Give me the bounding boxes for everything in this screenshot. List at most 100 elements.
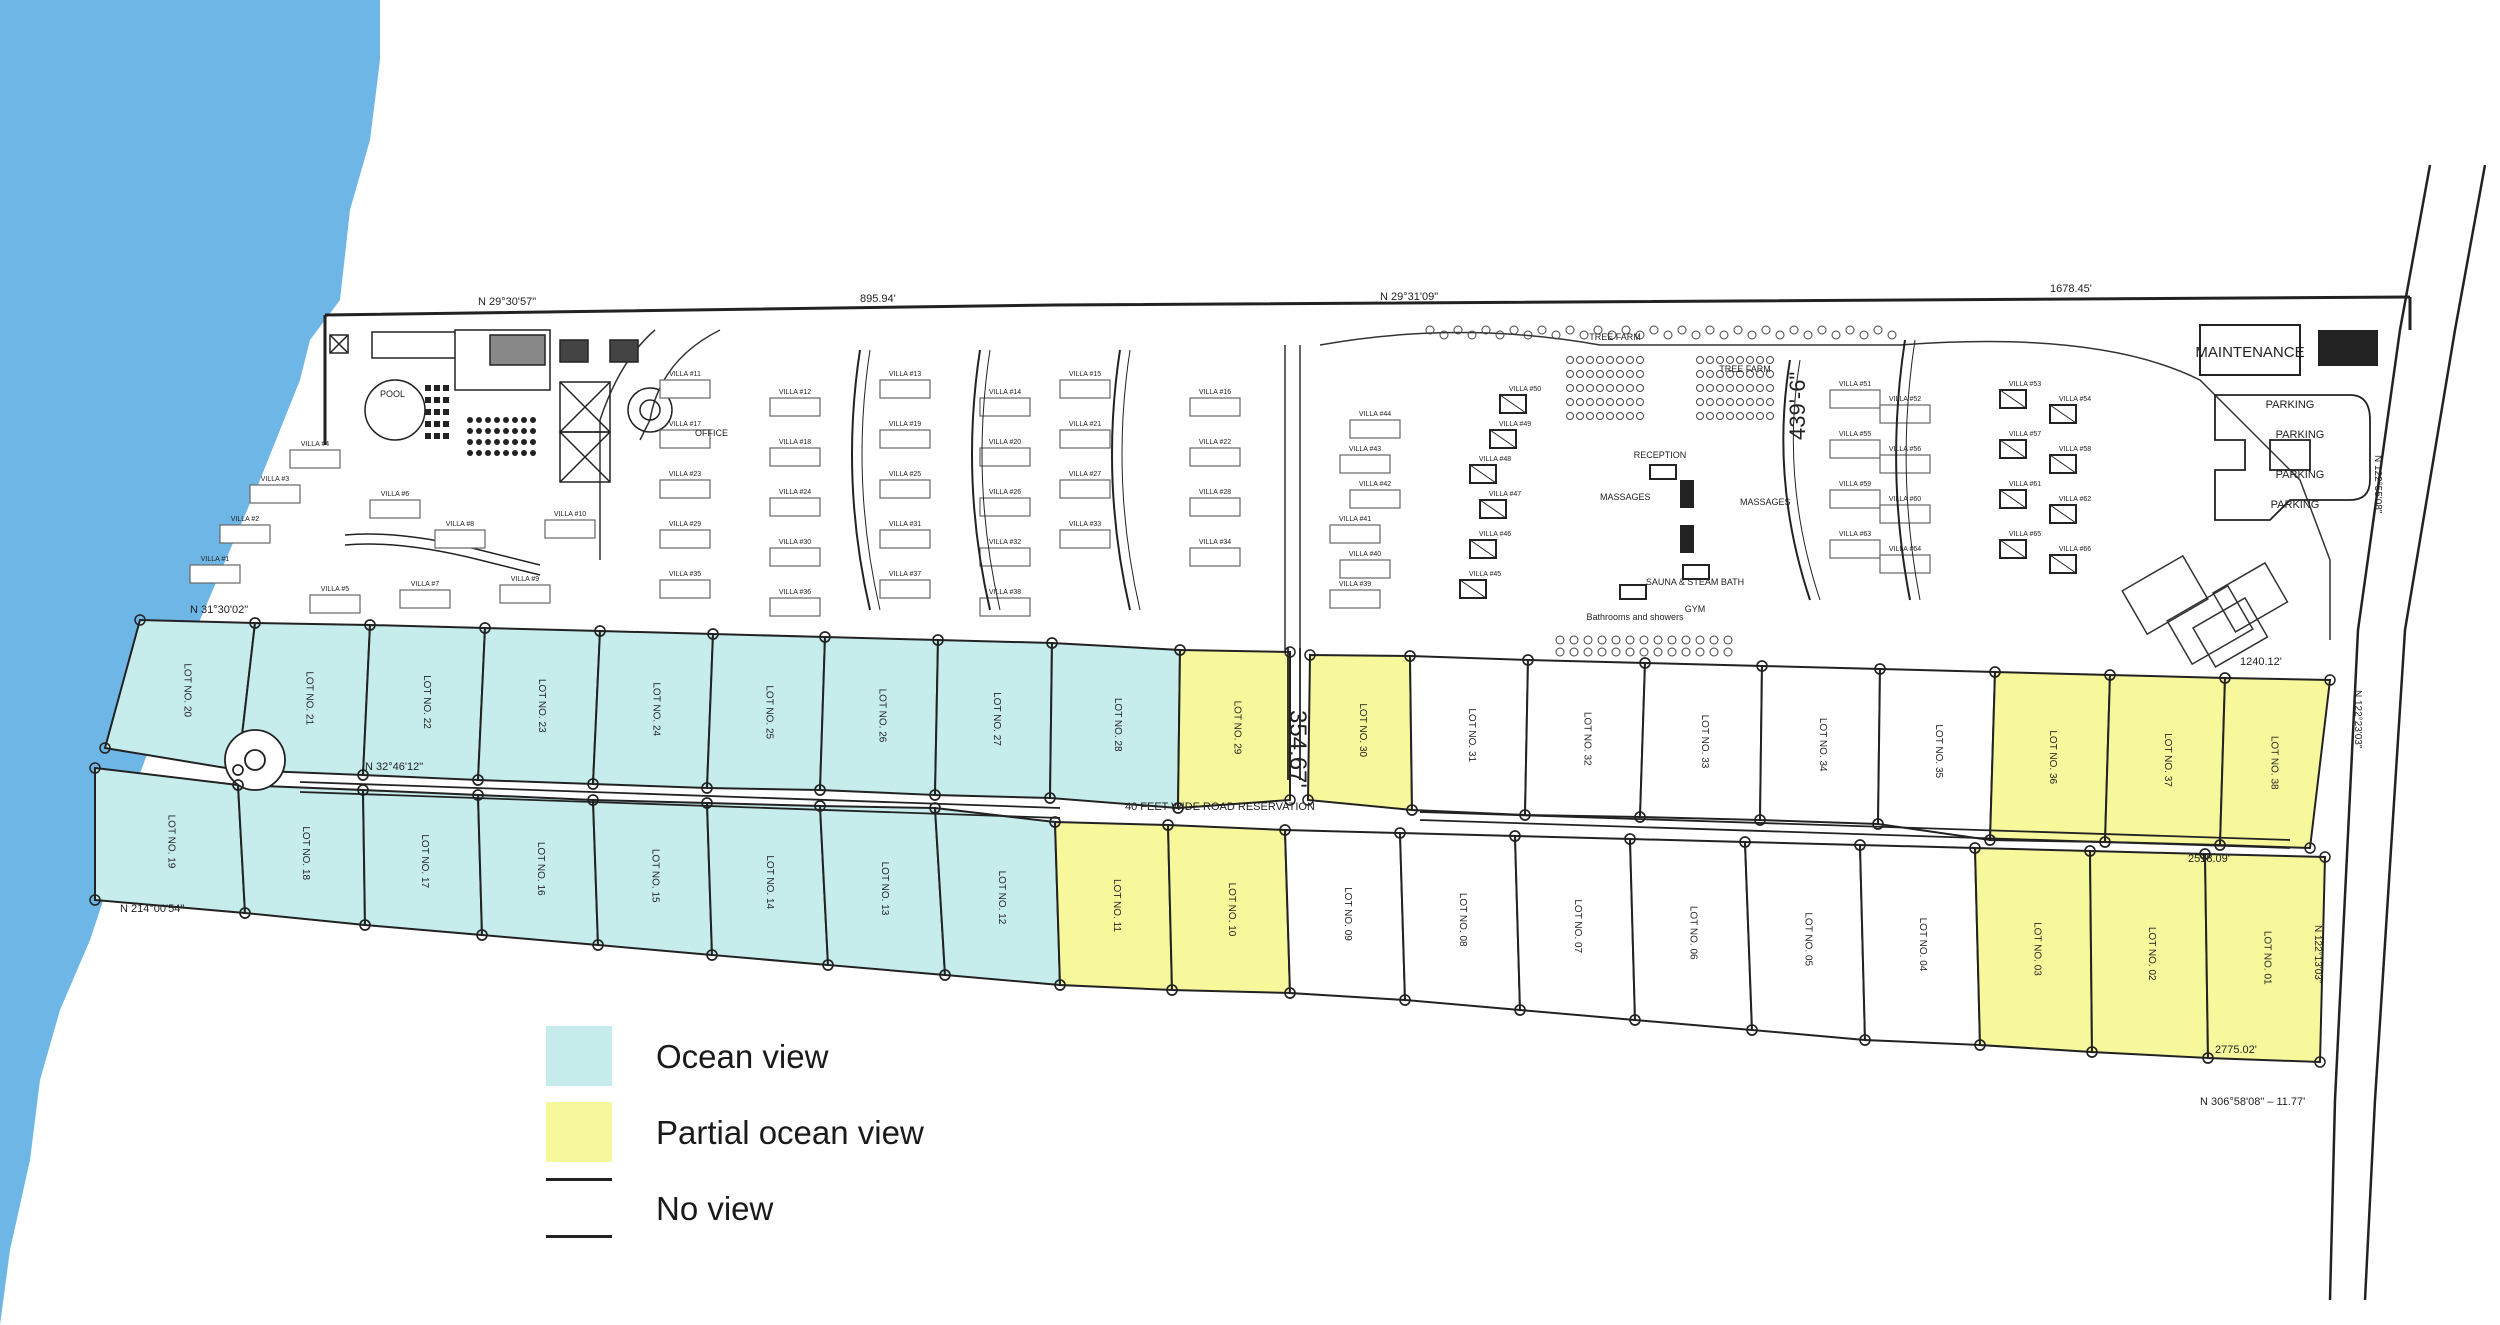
bearing-bottom-left: N 214°00'54" <box>120 903 184 915</box>
lot-label: LOT NO. 09 <box>1342 887 1353 941</box>
seat-dot <box>425 409 431 415</box>
tree <box>1726 412 1734 420</box>
lot-shape[interactable] <box>2218 676 2332 850</box>
survey-point <box>2214 839 2226 851</box>
villa-label: VILLA #12 <box>779 389 811 396</box>
survey-point <box>2304 842 2316 854</box>
tree <box>1586 398 1594 406</box>
survey-point <box>134 614 146 626</box>
lot-label: LOT NO. 07 <box>1572 899 1583 953</box>
villa: VILLA #66 <box>2049 546 2091 574</box>
lot-parcel[interactable]: LOT NO. 03 <box>1973 846 2094 1054</box>
lot-parcel[interactable]: LOT NO. 37 <box>2103 673 2227 847</box>
villa-label: VILLA #34 <box>1199 539 1231 546</box>
survey-point <box>1046 637 1058 649</box>
lot-shape[interactable] <box>1176 648 1291 810</box>
lot-parcel[interactable]: LOT NO. 23 <box>476 626 602 786</box>
lot-parcel[interactable]: LOT NO. 07 <box>1513 834 1637 1022</box>
tree <box>1766 412 1774 420</box>
villa-label: VILLA #13 <box>889 371 921 378</box>
survey-point <box>701 782 713 794</box>
distance-top-1: 895.94' <box>860 293 896 305</box>
lot-parcel[interactable]: LOT NO. 18 <box>236 783 367 927</box>
lot-parcel[interactable]: LOT NO. 38 <box>2218 676 2332 850</box>
lot-parcel[interactable]: LOT NO. 35 <box>1876 667 1997 842</box>
tree <box>1663 330 1673 340</box>
lot-parcel[interactable]: LOT NO. 36 <box>1988 670 2112 844</box>
lot-parcel[interactable]: LOT NO. 13 <box>818 804 947 977</box>
villa: VILLA #58 <box>2049 446 2091 474</box>
lot-parcel[interactable]: LOT NO. 27 <box>933 638 1054 800</box>
lot-parcel[interactable]: LOT NO. 30 <box>1306 653 1414 812</box>
tree <box>1726 398 1734 406</box>
survey-point <box>822 959 834 971</box>
tree <box>1495 330 1505 340</box>
survey-point <box>1302 794 1314 806</box>
lot-parcel[interactable]: LOT NO. 01 <box>2203 852 2327 1064</box>
lot-parcel[interactable]: LOT NO. 11 <box>1053 820 1174 992</box>
lot-parcel[interactable]: LOT NO. 10 <box>1166 823 1292 995</box>
lot-parcel[interactable]: LOT NO. 16 <box>476 793 600 947</box>
lot-parcel[interactable]: LOT NO. 12 <box>933 806 1062 987</box>
tree <box>1756 412 1764 420</box>
villa: VILLA #38 <box>979 589 1031 617</box>
lot-parcel[interactable]: LOT NO. 09 <box>1283 828 1407 1002</box>
tree <box>1747 330 1757 340</box>
survey-annotations: N 29°30'57" N 29°31'09" 895.94' 1678.45'… <box>120 283 2383 1108</box>
villa-label: VILLA #50 <box>1509 386 1541 393</box>
maintenance-building: MAINTENANCE <box>2195 324 2378 376</box>
lot-parcel[interactable]: LOT NO. 04 <box>1858 843 1982 1047</box>
tree <box>1606 384 1614 392</box>
villa: VILLA #49 <box>1489 421 1531 449</box>
lot-parcel[interactable]: LOT NO. 33 <box>1638 661 1764 822</box>
lot-parcel[interactable]: LOT NO. 34 <box>1758 664 1882 826</box>
lot-parcel[interactable]: LOT NO. 32 <box>1523 658 1647 819</box>
lot-parcel[interactable]: LOT NO. 15 <box>591 798 714 957</box>
distance-top-2: 1678.45' <box>2050 283 2092 295</box>
tree <box>1736 356 1744 364</box>
villa-label: VILLA #41 <box>1339 516 1371 523</box>
villa-label: VILLA #5 <box>321 586 350 593</box>
lot-label: LOT NO. 18 <box>300 826 311 880</box>
tree <box>1761 325 1771 335</box>
villa: VILLA #25 <box>879 471 931 499</box>
villa: VILLA #44 <box>1349 411 1401 439</box>
villa-label: VILLA #26 <box>989 489 1021 496</box>
lot-parcel[interactable]: LOT NO. 17 <box>361 788 484 937</box>
lot-parcel[interactable]: LOT NO. 31 <box>1408 654 1530 817</box>
maintenance-label: MAINTENANCE <box>2195 344 2304 361</box>
villa: VILLA #40 <box>1339 551 1391 579</box>
lot-parcel[interactable]: LOT NO. 14 <box>705 801 830 967</box>
tree <box>1756 370 1764 378</box>
lot-label: LOT NO. 14 <box>764 855 775 909</box>
villa-label: VILLA #53 <box>2009 381 2041 388</box>
lot-parcel[interactable]: LOT NO. 28 <box>1048 641 1182 810</box>
tree <box>1736 384 1744 392</box>
tree <box>1611 635 1621 645</box>
lot-parcel[interactable]: LOT NO. 25 <box>705 632 827 792</box>
seat-dot <box>434 397 440 403</box>
lot-parcel[interactable]: LOT NO. 02 <box>2088 849 2210 1060</box>
villa: VILLA #17 <box>659 421 711 449</box>
pool-label: POOL <box>380 389 405 399</box>
lot-parcel[interactable]: LOT NO. 08 <box>1398 831 1522 1012</box>
tree <box>1565 325 1575 335</box>
lot-parcel[interactable]: LOT NO. 24 <box>591 629 715 790</box>
tree <box>1606 370 1614 378</box>
lot-parcel[interactable]: LOT NO. 29 <box>1176 648 1291 810</box>
villa-label: VILLA #66 <box>2059 546 2091 553</box>
lot-parcel[interactable]: LOT NO. 26 <box>818 635 940 797</box>
lot-shape[interactable] <box>2203 852 2327 1064</box>
lot-label: LOT NO. 29 <box>1232 701 1243 755</box>
property-boundary <box>323 295 2412 445</box>
lot-parcel[interactable]: LOT NO. 05 <box>1743 840 1867 1042</box>
villa: VILLA #50 <box>1499 386 1541 414</box>
lot-label: LOT NO. 10 <box>1226 883 1237 937</box>
survey-point <box>1874 663 1886 675</box>
clubhouse-dots <box>425 385 536 456</box>
lot-parcel[interactable]: LOT NO. 22 <box>361 623 487 782</box>
lot-parcel[interactable]: LOT NO. 19 <box>94 766 247 915</box>
villa-label: VILLA #24 <box>779 489 811 496</box>
lot-parcel[interactable]: LOT NO. 06 <box>1628 837 1754 1032</box>
